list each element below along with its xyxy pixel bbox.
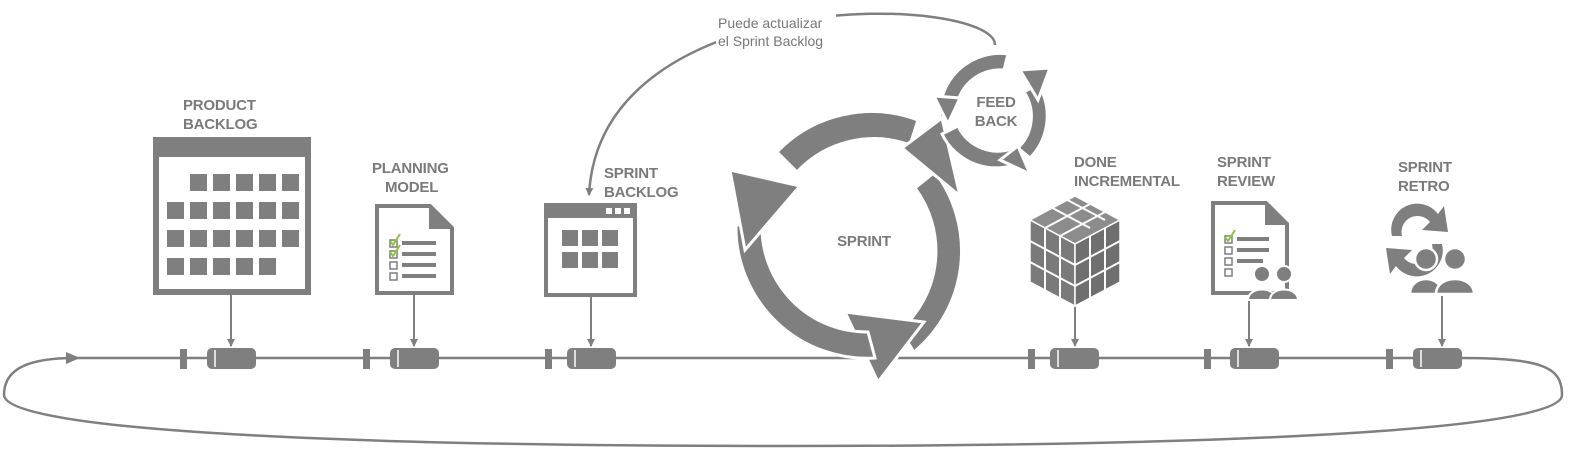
cube-icon bbox=[1028, 195, 1122, 308]
small-cycle-arrows-icon bbox=[931, 51, 1053, 178]
product-backlog-label-line-2: BACKLOG bbox=[183, 116, 257, 133]
timeline-arrowhead bbox=[66, 352, 80, 364]
sprint-review-label-line-2: REVIEW bbox=[1217, 173, 1276, 190]
connector-arrows bbox=[227, 294, 1446, 347]
planning-model-label-line-1: PLANNING bbox=[372, 160, 449, 177]
feedback-label-line-2: BACK bbox=[975, 113, 1018, 130]
stage-labels: PRODUCT BACKLOG PLANNING MODEL SPRINT BA… bbox=[182, 96, 1454, 203]
cycle-arrows-icon bbox=[728, 110, 964, 385]
timeline-loop bbox=[2, 356, 1564, 448]
product-backlog-label-line-1: PRODUCT bbox=[183, 97, 256, 114]
done-incremental-label-line-2: INCREMENTAL bbox=[1074, 173, 1180, 190]
annotation-line-2: el Sprint Backlog bbox=[718, 33, 823, 49]
timeline-markers bbox=[180, 348, 1462, 369]
marker-sprint-retro bbox=[1386, 348, 1462, 369]
calendar-grid-icon bbox=[153, 137, 311, 295]
marker-done-incremental bbox=[1028, 348, 1099, 369]
window-grid-icon bbox=[544, 203, 637, 297]
marker-product-backlog bbox=[180, 348, 256, 369]
process-timeline bbox=[2, 352, 1564, 448]
checklist-document-icon bbox=[375, 204, 454, 295]
people-icon bbox=[1246, 265, 1300, 301]
planning-model-label-line-2: MODEL bbox=[385, 179, 438, 196]
document-with-people-icon bbox=[1211, 201, 1300, 301]
sprint-retro-label-line-2: RETRO bbox=[1398, 178, 1450, 195]
sprint-retro-label-line-1: SPRINT bbox=[1398, 159, 1452, 176]
refresh-people-icon bbox=[1386, 203, 1476, 296]
marker-sprint-review bbox=[1204, 348, 1279, 369]
sprint-backlog-label-line-2: BACKLOG bbox=[604, 184, 678, 201]
marker-sprint-backlog bbox=[545, 348, 616, 369]
annotation: Puede actualizar el Sprint Backlog bbox=[716, 14, 836, 50]
done-incremental-label-line-1: DONE bbox=[1074, 154, 1117, 171]
sprint-backlog-label-line-1: SPRINT bbox=[604, 165, 658, 182]
sprint-label: SPRINT bbox=[837, 233, 891, 250]
sprint-review-label-line-1: SPRINT bbox=[1217, 154, 1271, 171]
feedback-label-line-1: FEED bbox=[976, 94, 1016, 111]
annotation-line-1: Puede actualizar bbox=[718, 15, 823, 31]
marker-planning-model bbox=[363, 348, 439, 369]
